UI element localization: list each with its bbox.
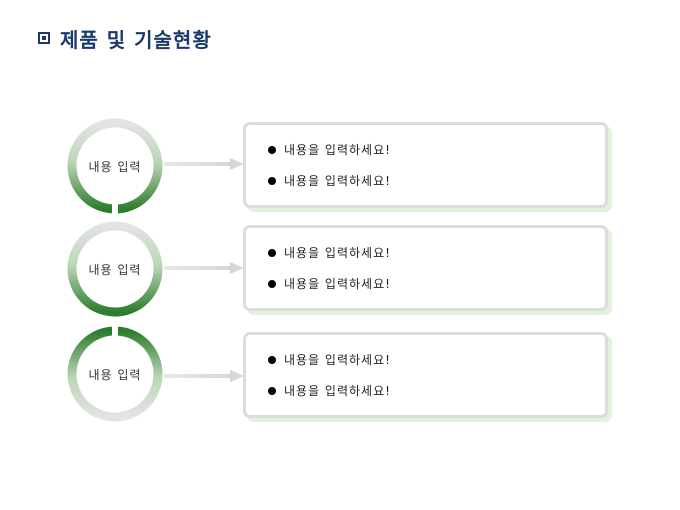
bullet-dot-icon [268,249,276,257]
content-box-3: 내용을 입력하세요! 내용을 입력하세요! [243,332,608,418]
process-row-3: 내용 입력 내용을 입력하세요! 내용을 입력하세요! [0,323,680,433]
ring-label: 내용 입력 [88,159,142,174]
ring-node-1: 내용 입력 [66,117,164,215]
list-item: 내용을 입력하세요! [268,173,391,189]
ring-node-2: 내용 입력 [66,220,164,318]
process-row-2: 내용 입력 내용을 입력하세요! 내용을 입력하세요! [0,218,680,328]
list-item: 내용을 입력하세요! [268,352,391,368]
ring-label: 내용 입력 [88,262,142,277]
arrow-right-icon [164,262,244,274]
bullet-dot-icon [268,387,276,395]
page-title-text: 제품 및 기술현황 [60,27,212,52]
ring-graphic [67,221,163,317]
list-item: 내용을 입력하세요! [268,276,391,292]
page-title: 제품 및 기술현황 [38,24,212,52]
process-row-1: 내용 입력 내용을 입력하세요! 내용을 입력하세요! [0,115,680,225]
list-item: 내용을 입력하세요! [268,383,391,399]
ring-graphic [67,118,163,215]
arrow-right-icon [164,158,244,170]
list-item: 내용을 입력하세요! [268,142,391,158]
ring-label: 내용 입력 [88,367,142,382]
bullet-dot-icon [268,177,276,185]
square-bullet-icon [38,32,50,44]
content-box-2: 내용을 입력하세요! 내용을 입력하세요! [243,225,608,311]
list-item: 내용을 입력하세요! [268,245,391,261]
bullet-dot-icon [268,280,276,288]
bullet-dot-icon [268,146,276,154]
bullet-dot-icon [268,356,276,364]
arrow-right-icon [164,370,244,382]
ring-graphic [67,325,163,422]
content-box-1: 내용을 입력하세요! 내용을 입력하세요! [243,122,608,208]
ring-node-3: 내용 입력 [66,325,164,423]
